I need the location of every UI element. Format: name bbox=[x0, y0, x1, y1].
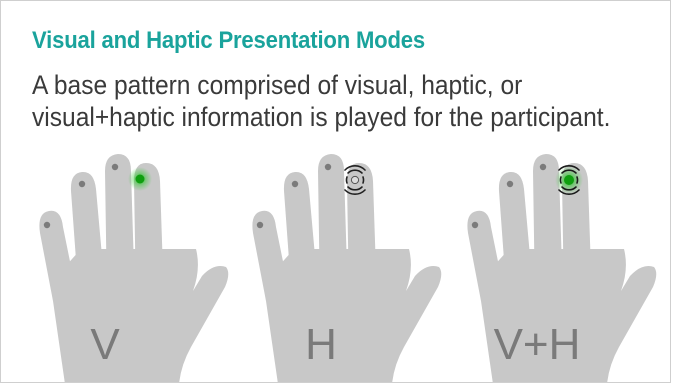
mode-label-h: H bbox=[305, 320, 337, 369]
subtitle-line-2: visual+haptic information is played for … bbox=[32, 102, 611, 132]
finger-dot-icon bbox=[539, 163, 547, 171]
hand-visual-haptic: V+H bbox=[449, 151, 659, 382]
hand-visual: V bbox=[21, 151, 231, 382]
finger-dot-icon bbox=[78, 180, 86, 188]
slide-subtitle: A base pattern comprised of visual, hapt… bbox=[32, 69, 614, 133]
slide-title: Visual and Haptic Presentation Modes bbox=[32, 27, 425, 54]
finger-dot-icon bbox=[291, 180, 299, 188]
finger-dot-icon bbox=[506, 180, 514, 188]
hand-haptic: H bbox=[234, 151, 444, 382]
finger-dot-icon bbox=[256, 221, 264, 229]
finger-dot-icon bbox=[324, 163, 332, 171]
visual-cue-icon bbox=[128, 167, 152, 191]
finger-dot-icon bbox=[43, 221, 51, 229]
subtitle-line-1: A base pattern comprised of visual, hapt… bbox=[32, 70, 523, 100]
finger-dot-icon bbox=[471, 221, 479, 229]
hand-shape bbox=[252, 154, 442, 382]
mode-label-v: V bbox=[90, 320, 120, 369]
finger-dot-icon bbox=[111, 163, 119, 171]
mode-label-vh: V+H bbox=[494, 320, 581, 369]
haptic-cue-icon bbox=[344, 165, 366, 195]
visual-haptic-cue-icon bbox=[555, 165, 583, 195]
